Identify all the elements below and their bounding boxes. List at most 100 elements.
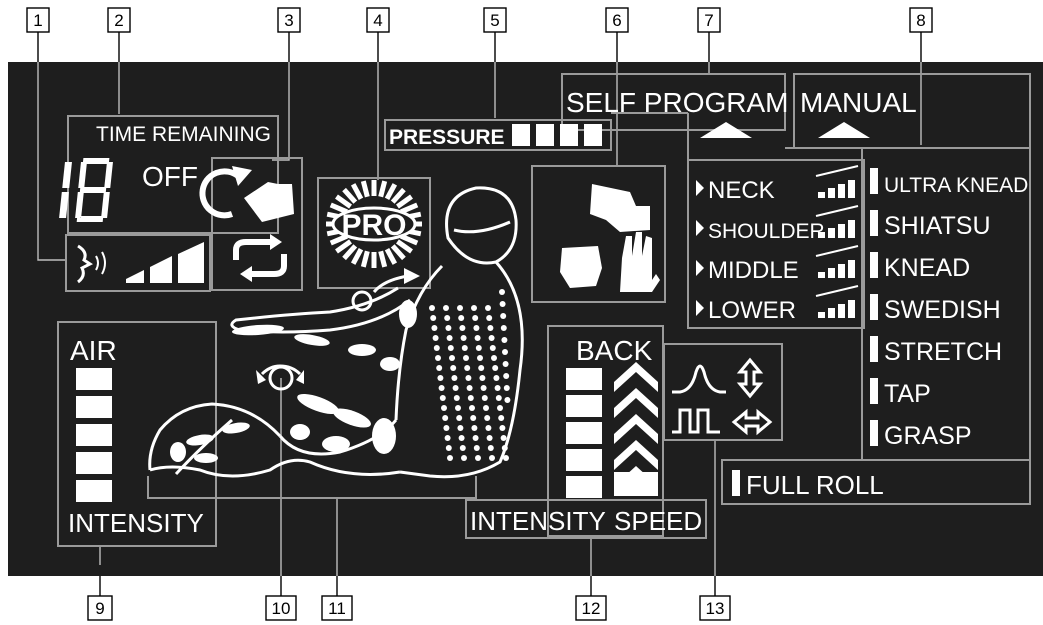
manual-item: ULTRA KNEAD	[884, 174, 1028, 197]
massage-node	[431, 325, 437, 331]
time-remaining-label: TIME REMAINING	[96, 123, 271, 146]
massage-node	[479, 375, 485, 381]
massage-node	[488, 445, 494, 451]
massage-node	[504, 397, 510, 403]
callout-10: 10	[272, 599, 291, 618]
back-speed-base	[614, 472, 658, 496]
self-program-level-bar	[838, 304, 845, 318]
massage-node	[475, 455, 481, 461]
massage-node	[473, 325, 479, 331]
manual-item: STRETCH	[884, 338, 1002, 366]
self-program-item: SHOULDER	[708, 220, 825, 243]
air-level-bar	[76, 480, 112, 502]
full-roll-label: FULL ROLL	[746, 470, 884, 500]
off-label: OFF	[142, 161, 198, 192]
callout-12: 12	[582, 599, 601, 618]
callout-5: 5	[490, 11, 499, 30]
manual-segment	[870, 420, 878, 446]
massage-node	[503, 373, 509, 379]
massage-node	[454, 395, 460, 401]
self-program-item: NECK	[708, 177, 775, 204]
massage-node	[434, 345, 440, 351]
pressure-bar	[584, 124, 602, 146]
massage-node	[496, 395, 502, 401]
massage-node	[485, 305, 491, 311]
back-intensity-bar	[566, 395, 602, 417]
massage-node	[433, 335, 439, 341]
callout-3: 3	[284, 11, 293, 30]
massage-node	[500, 301, 506, 307]
massage-node	[441, 405, 447, 411]
massage-node	[459, 325, 465, 331]
self-program-item: MIDDLE	[708, 257, 799, 284]
back-bars	[566, 368, 602, 498]
massage-node	[499, 425, 505, 431]
self-program-level-bar	[848, 180, 855, 198]
massage-node	[490, 345, 496, 351]
massage-node	[444, 315, 450, 321]
callout-6: 6	[612, 11, 621, 30]
massage-node	[481, 385, 487, 391]
massage-node	[457, 305, 463, 311]
massage-node	[439, 385, 445, 391]
massage-node	[487, 325, 493, 331]
callout-7: 7	[704, 11, 713, 30]
air-intensity-label: INTENSITY	[68, 508, 204, 538]
massage-node	[483, 405, 489, 411]
back-intensity-label: INTENSITY	[470, 506, 606, 536]
massage-node	[473, 435, 479, 441]
back-speed-label: SPEED	[614, 506, 702, 536]
massage-node	[457, 425, 463, 431]
manual-item: GRASP	[884, 422, 972, 450]
massage-node	[445, 325, 451, 331]
massage-node	[502, 445, 508, 451]
self-program-level-bar	[818, 232, 825, 238]
back-intensity-bar	[566, 449, 602, 471]
callout-11: 11	[328, 599, 346, 618]
massage-node	[500, 313, 506, 319]
self-program-level-bar	[838, 184, 845, 198]
manual-title: MANUAL	[800, 87, 917, 118]
massage-node	[446, 445, 452, 451]
manual-segment	[870, 252, 878, 278]
air-bars	[76, 368, 112, 502]
massage-node	[470, 415, 476, 421]
fist-icon	[560, 246, 602, 288]
massage-node	[463, 355, 469, 361]
back-intensity-bar	[566, 368, 602, 390]
callout-2: 2	[114, 11, 123, 30]
self-program-level-bar	[828, 188, 835, 198]
back-intensity-bar	[566, 476, 602, 498]
massage-node	[487, 435, 493, 441]
massage-node	[440, 395, 446, 401]
massage-node	[478, 365, 484, 371]
massage-node	[499, 289, 505, 295]
massage-node	[469, 405, 475, 411]
massage-node	[448, 345, 454, 351]
massage-node	[471, 425, 477, 431]
pro-label: PRO	[341, 209, 406, 242]
manual-item: KNEAD	[884, 254, 970, 282]
self-program-level-bar	[838, 224, 845, 238]
self-program-level-bar	[848, 260, 855, 278]
manual-item: SWEDISH	[884, 296, 1001, 324]
massage-node	[502, 349, 508, 355]
massage-node	[501, 337, 507, 343]
manual-segment	[870, 168, 878, 194]
massage-node	[472, 315, 478, 321]
self-program-level-bar	[818, 312, 825, 318]
air-level-bar	[76, 368, 112, 390]
massage-node	[447, 455, 453, 461]
self-program-level-bar	[848, 220, 855, 238]
massage-node	[461, 335, 467, 341]
back-intensity-bar	[566, 422, 602, 444]
massage-node	[498, 415, 504, 421]
manual-segment	[870, 294, 878, 320]
air-title: AIR	[70, 335, 117, 366]
massage-node	[465, 375, 471, 381]
massage-node	[497, 405, 503, 411]
massage-node	[443, 305, 449, 311]
air-level-bar	[76, 396, 112, 418]
massage-node	[447, 335, 453, 341]
massage-node	[485, 425, 491, 431]
